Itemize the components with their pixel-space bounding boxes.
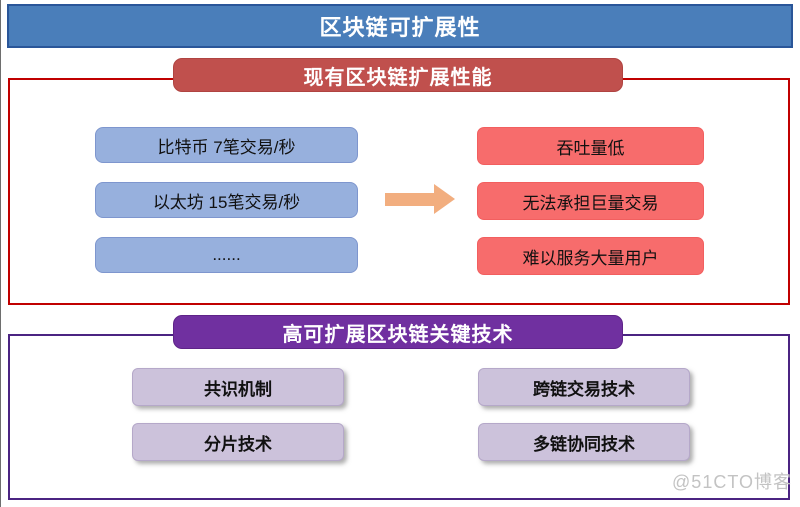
bitcoin-tps-label: 比特币 7笔交易/秒: [157, 137, 296, 157]
right-arrow-head: [434, 184, 455, 214]
left-edge-line: [0, 0, 1, 507]
consensus-mechanism-label: 共识机制: [204, 379, 272, 399]
section-tech-header: 高可扩展区块链关键技术: [173, 315, 623, 349]
consensus-mechanism-box: 共识机制: [132, 368, 344, 406]
hard-to-serve-users-box: 难以服务大量用户: [477, 237, 704, 275]
cross-chain-transaction-label: 跨链交易技术: [533, 379, 635, 399]
hard-to-serve-users-label: 难以服务大量用户: [522, 248, 659, 268]
right-arrow-shaft: [385, 193, 434, 206]
ellipsis-box: ......: [95, 237, 358, 273]
bitcoin-tps-box: 比特币 7笔交易/秒: [95, 127, 358, 163]
section-current-header-label: 现有区块链扩展性能: [303, 66, 493, 89]
multi-chain-collaboration-box: 多链协同技术: [478, 423, 690, 461]
right-arrow-icon: [385, 184, 455, 215]
cannot-handle-volume-label: 无法承担巨量交易: [522, 193, 659, 213]
ethereum-tps-label: 以太坊 15笔交易/秒: [152, 192, 301, 212]
low-throughput-box: 吞吐量低: [477, 127, 704, 165]
section-tech-header-label: 高可扩展区块链关键技术: [282, 323, 514, 346]
title-bar: 区块链可扩展性: [7, 4, 793, 48]
sharding-technology-box: 分片技术: [132, 423, 344, 461]
cross-chain-transaction-box: 跨链交易技术: [478, 368, 690, 406]
low-throughput-label: 吞吐量低: [556, 138, 625, 158]
ethereum-tps-box: 以太坊 15笔交易/秒: [95, 182, 358, 218]
cannot-handle-volume-box: 无法承担巨量交易: [477, 182, 704, 220]
sharding-technology-label: 分片技术: [204, 434, 272, 454]
multi-chain-collaboration-label: 多链协同技术: [533, 434, 635, 454]
section-current-header: 现有区块链扩展性能: [173, 58, 623, 92]
watermark: @51CTO博客: [672, 472, 792, 492]
page-title: 区块链可扩展性: [319, 15, 481, 40]
ellipsis-label: ......: [212, 245, 241, 264]
